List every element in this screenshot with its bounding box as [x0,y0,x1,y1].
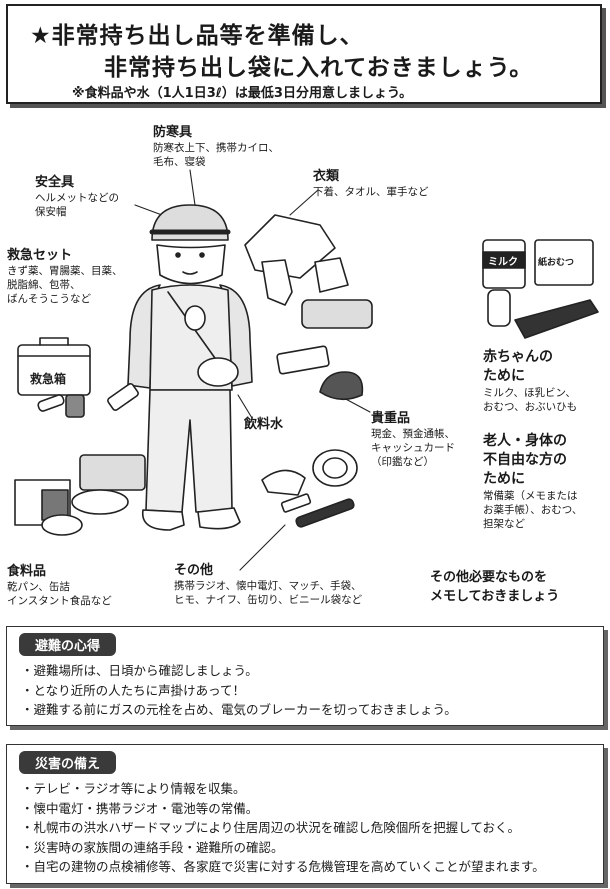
list-item: 避難場所は、日頃から確認しましょう。 [21,661,457,681]
category-water: 飲料水 [244,416,283,433]
category-heading: 赤ちゃんの [483,349,553,365]
category-food: 食料品 乾パン、缶詰 インスタント食品など [7,563,112,608]
preparation-panel: 災害の備え テレビ・ラジオ等により情報を収集。 懐中電灯・携帯ラジオ・電池等の常… [6,744,604,884]
milk-can-label: ミルク [488,256,518,268]
first-aid-box-icon: 救急箱 [17,337,91,396]
category-heading: ために [483,471,525,487]
category-detail: 脱脂綿、包帯、 [7,279,81,291]
category-detail: 毛布、寝袋 [153,156,206,168]
category-detail: 乾パン、缶詰 [7,581,70,593]
category-safety: 安全具 ヘルメットなどの 保安帽 [35,174,119,219]
category-detail: おむつ、おぶいひも [483,401,578,413]
title-box: ★非常持ち出し品等を準備し、 非常持ち出し袋に入れておきましょう。 ※食料品や水… [6,4,602,104]
other-items-icon [261,449,358,528]
baby-items-icon: ミルク 紙おむつ [482,239,599,339]
memo-line: メモしておきましょう [430,589,560,604]
category-heading: 貴重品 [371,411,411,426]
preparation-panel-title: 災害の備え [19,751,117,774]
category-detail: 防寒衣上下、携帯カイロ、 [153,142,279,154]
category-detail: ヘルメットなどの [35,192,119,204]
category-detail: インスタント食品など [7,595,112,607]
category-heading: 食料品 [7,564,47,579]
list-item: 札幌市の洪水ハザードマップにより住居周辺の状況を確認し危険個所を把握しておく。 [21,818,545,838]
category-heading: その他 [174,563,214,578]
category-detail: キャッシュカード [371,442,455,454]
category-detail: ミルク、ほ乳ビン、 [483,387,576,399]
clothing-icon [244,214,373,329]
category-protection: 防寒具 防寒衣上下、携帯カイロ、 毛布、寝袋 [153,124,279,169]
title-line-1: ★非常持ち出し品等を準備し、 [30,23,364,49]
category-heading: 衣類 [313,169,340,184]
category-heading: 不自由な方の [483,452,567,468]
valuables-icon [276,345,364,401]
category-detail: （印鑑など） [371,456,434,468]
category-detail: ばんそうこうなど [7,293,91,305]
category-detail: 下着、タオル、軍手など [313,186,429,198]
category-detail: 携帯ラジオ、懐中電灯、マッチ、手袋、 [174,580,362,592]
category-detail: 常備薬（メモまたは [483,490,578,502]
title-note: ※食料品や水（1人1日3ℓ）は最低3日分用意しましょう。 [72,86,413,101]
list-item: となり近所の人たちに声掛けあって！ [21,681,457,701]
category-elderly: 老人・身体の 不自由な方の ために 常備薬（メモまたは お薬手帳）、おむつ、 担… [483,432,582,531]
category-heading: 老人・身体の [483,433,567,449]
category-detail: きず薬、胃腸薬、目薬、 [7,265,123,277]
diaper-pack-label: 紙おむつ [538,256,574,268]
evacuation-panel-title: 避難の心得 [19,633,117,656]
food-items-icon [14,454,146,536]
list-item: 自宅の建物の点検補修等、各家庭で災害に対する危機管理を高めていくことが望まれます… [21,857,545,877]
category-firstaid: 救急セット きず薬、胃腸薬、目薬、 脱脂綿、包帯、 ばんそうこうなど [7,247,123,306]
preparation-list: テレビ・ラジオ等により情報を収集。 懐中電灯・携帯ラジオ・電池等の常備。 札幌市… [21,779,545,877]
category-heading: 安全具 [35,175,75,190]
category-detail: 保安帽 [35,206,67,218]
emergency-kit-illustration: 救急箱 ミルク 紙おむつ [14,169,599,571]
category-baby: 赤ちゃんの ために ミルク、ほ乳ビン、 おむつ、おぶいひも [483,348,577,414]
medicine-items-icon [37,394,85,418]
category-heading: 防寒具 [153,125,193,140]
evacuation-panel: 避難の心得 避難場所は、日頃から確認しましょう。 となり近所の人たちに声掛けあっ… [6,626,604,726]
memo-line: その他必要なものを [430,570,548,585]
list-item: テレビ・ラジオ等により情報を収集。 [21,779,545,799]
title-line-2: 非常持ち出し袋に入れておきましょう。 [104,55,534,81]
first-aid-box-label: 救急箱 [30,371,66,386]
category-heading: 救急セット [7,248,73,263]
list-item: 懐中電灯・携帯ラジオ・電池等の常備。 [21,799,545,819]
category-detail: 現金、預金通帳、 [371,428,455,440]
list-item: 災害時の家族間の連絡手段・避難所の確認。 [21,838,545,858]
list-item: 避難する前にガスの元栓を占め、電気のブレーカーを切っておきましょう。 [21,700,457,720]
category-detail: 担架など [483,518,525,530]
evacuation-list: 避難場所は、日頃から確認しましょう。 となり近所の人たちに声掛けあって！ 避難す… [21,661,457,720]
category-heading: ために [483,368,525,384]
category-other: その他 携帯ラジオ、懐中電灯、マッチ、手袋、 ヒモ、ナイフ、缶切り、ビニール袋な… [174,562,362,607]
category-valuables: 貴重品 現金、預金通帳、 キャッシュカード （印鑑など） [371,410,455,469]
person-figure [107,204,253,531]
category-detail: お薬手帳）、おむつ、 [483,504,583,516]
category-detail: ヒモ、ナイフ、缶切り、ビニール袋など [174,594,363,606]
category-clothing: 衣類 下着、タオル、軍手など [313,168,429,199]
memo-note: その他必要なものを メモしておきましょう [430,568,559,606]
category-heading: 飲料水 [244,417,284,432]
